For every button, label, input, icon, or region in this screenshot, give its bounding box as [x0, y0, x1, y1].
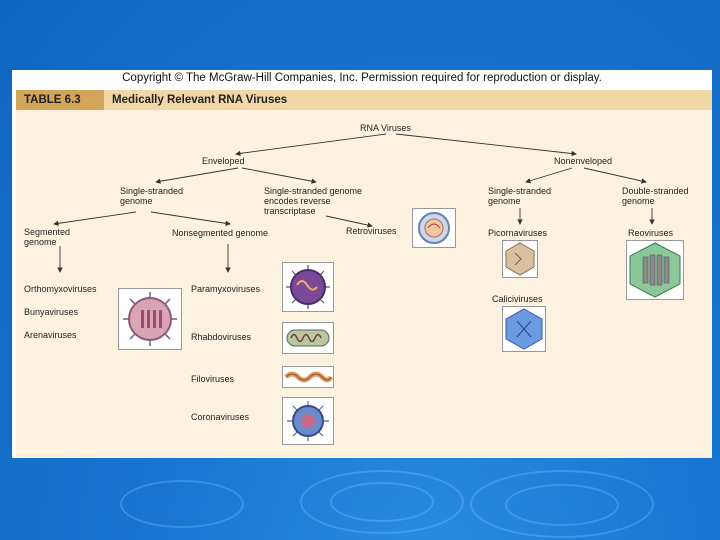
picornavirus-illustration [502, 240, 538, 278]
node-nonenv-single-stranded: Single-stranded genome [488, 186, 551, 206]
rhabdovirus-illustration [282, 322, 334, 354]
label-line: genome [622, 196, 655, 206]
table-title: Medically Relevant RNA Viruses [112, 94, 288, 106]
label-line: Double-stranded [622, 186, 689, 196]
table-header: TABLE 6.3 Medically Relevant RNA Viruses [16, 90, 712, 110]
edge-enveloped-single [155, 167, 239, 184]
classification-diagram: RNA Viruses Enveloped Nonenveloped Singl… [16, 110, 712, 458]
edge-root-nonenveloped [395, 133, 577, 157]
coronavirus-illustration [282, 397, 334, 445]
node-bunyaviruses: Bunyaviruses [24, 307, 79, 317]
node-arenaviruses: Arenaviruses [24, 330, 77, 340]
orthomyxovirus-illustration [118, 288, 182, 350]
edge-single-segmented [53, 211, 137, 227]
paramyxovirus-illustration [282, 262, 334, 312]
label-line: genome [488, 196, 521, 206]
retrovirus-illustration [412, 208, 456, 248]
node-env-single-stranded: Single-stranded genome [120, 186, 183, 206]
node-nonsegmented-genome: Nonsegmented genome [172, 228, 269, 238]
edge-enveloped-reverse [241, 167, 317, 184]
slide-image: Copyright © The McGraw-Hill Companies, I… [12, 70, 712, 458]
node-env-reverse-transcriptase: Single-stranded genome encodes reverse t… [264, 186, 362, 216]
ripple-decoration [300, 470, 464, 534]
node-retroviruses: Retroviruses [346, 226, 397, 236]
node-nonenveloped: Nonenveloped [554, 156, 613, 166]
node-nonenv-double-stranded: Double-stranded genome [622, 186, 689, 206]
ripple-decoration [330, 482, 434, 522]
ripple-decoration [505, 484, 619, 526]
node-caliciviruses: Caliciviruses [492, 294, 543, 304]
label-line: Single-stranded [120, 186, 184, 196]
label-line: transcriptase [264, 206, 316, 216]
node-coronaviruses: Coronaviruses [191, 412, 250, 422]
ripple-decoration [120, 480, 244, 528]
node-paramyxoviruses: Paramyxoviruses [191, 284, 261, 294]
edge-single-nonsegmented [150, 211, 231, 226]
node-rna-viruses: RNA Viruses [360, 123, 411, 133]
calicivirus-illustration [502, 306, 546, 352]
copyright-notice: Copyright © The McGraw-Hill Companies, I… [122, 72, 602, 84]
node-segmented-genome: Segmented genome [24, 227, 70, 247]
reovirus-illustration [626, 240, 684, 300]
ripple-decoration [470, 470, 654, 538]
edge-root-enveloped [235, 133, 387, 157]
table-number: TABLE 6.3 [16, 90, 104, 110]
filovirus-illustration [282, 366, 334, 388]
edge-nonenv-single [525, 167, 573, 184]
label-line: Segmented [24, 227, 71, 237]
label-line: genome [24, 237, 57, 247]
node-orthomyxoviruses: Orthomyxoviruses [24, 284, 97, 294]
label-line: genome [120, 196, 153, 206]
node-filoviruses: Filoviruses [191, 374, 235, 384]
node-enveloped: Enveloped [202, 156, 245, 166]
label-line: Single-stranded [488, 186, 552, 196]
edge-reverse-retro [325, 215, 373, 228]
tree-connectors [53, 133, 655, 273]
edge-nonenv-double [583, 167, 647, 184]
node-rhabdoviruses: Rhabdoviruses [191, 332, 252, 342]
node-reoviruses: Reoviruses [628, 228, 674, 238]
node-picornaviruses: Picornaviruses [488, 228, 548, 238]
label-line: encodes reverse [264, 196, 331, 206]
label-line: Single-stranded genome [264, 186, 363, 196]
